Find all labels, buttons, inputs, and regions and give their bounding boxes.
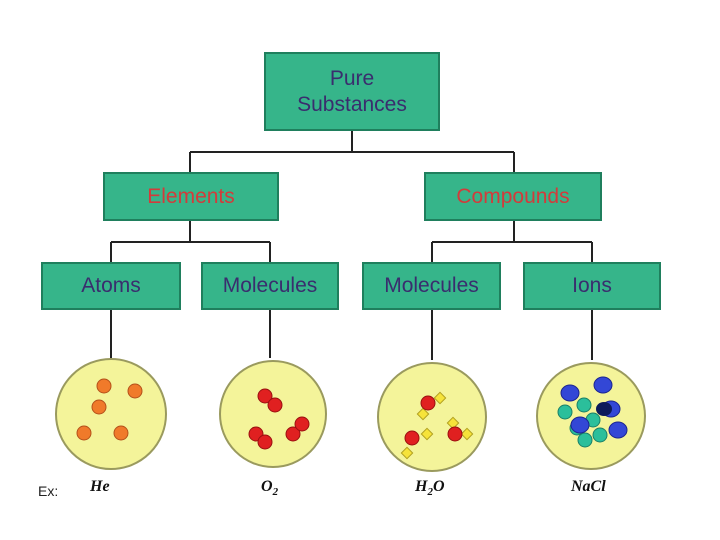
oxygen-atom [257,434,273,450]
formula-h2o: H2O [415,478,445,499]
he-atom [96,378,112,394]
atoms-particle-circle [55,358,167,470]
examples-prefix: Ex: [38,483,59,499]
compounds-label: Compounds [456,184,570,208]
he-atom [113,425,129,441]
oxygen-atom [447,426,463,442]
formula-he: He [90,478,110,495]
ions-particle-circle [536,362,646,470]
sodium-ion [592,427,608,443]
root-box: Pure Substances [264,52,440,131]
compound-molecules-box: Molecules [362,262,501,310]
oxygen-atom [285,426,301,442]
ions-label: Ions [572,274,612,298]
hydrogen-atom [400,446,414,460]
chloride-ion [560,384,580,402]
hydrogen-atom [420,427,434,441]
he-atom [127,383,143,399]
hydrogen-atom [433,391,447,405]
element-molecules-particle-circle [219,360,327,468]
oxygen-atom [294,416,310,432]
chloride-ion [608,421,628,439]
oxygen-atom [420,395,436,411]
oxygen-atom [267,397,283,413]
atoms-label: Atoms [81,274,141,298]
ions-box: Ions [523,262,661,310]
compound-molecules-particle-circle [377,362,487,472]
sodium-ion [576,397,592,413]
sodium-ion [557,404,573,420]
oxygen-atom [404,430,420,446]
atoms-box: Atoms [41,262,181,310]
sodium-ion [577,432,593,448]
compound-molecules-label: Molecules [384,274,479,298]
he-atom [91,399,107,415]
elements-box: Elements [103,172,279,221]
hydrogen-atom [460,427,474,441]
elements-label: Elements [147,184,235,208]
formula-o2: O2 [261,478,279,499]
oxygen-atom [257,388,273,404]
chloride-ion [593,376,613,394]
element-molecules-label: Molecules [222,274,318,298]
chloride-ion-dark [596,402,612,416]
hydrogen-atom [446,416,460,430]
he-atom [76,425,92,441]
chloride-ion [570,416,590,434]
hydrogen-atom [416,407,430,421]
compounds-box: Compounds [424,172,602,221]
root-label: Pure Substances [297,67,407,116]
formula-nacl: NaCl [571,478,606,495]
element-molecules-box: Molecules [201,262,339,310]
